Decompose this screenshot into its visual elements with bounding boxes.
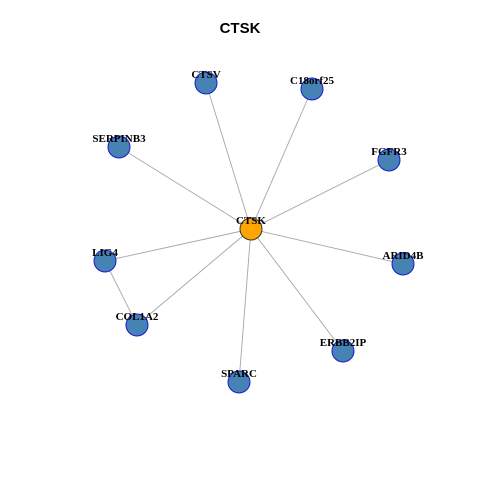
node-erbb2ip: ERBB2IP	[320, 337, 367, 363]
node-fgfr3: FGFR3	[371, 146, 407, 172]
node-circle	[377, 148, 401, 172]
node-label: SERPINB3	[92, 133, 146, 145]
node-circle	[125, 313, 149, 337]
node-col1a2: COL1A2	[116, 311, 159, 337]
graph-title: CTSK	[219, 20, 261, 37]
node-label: CTSV	[191, 69, 220, 81]
node-circle	[300, 77, 324, 101]
edges-layer	[104, 82, 404, 383]
node-circle	[227, 370, 251, 394]
edge-ctsk-serpinb3	[118, 146, 252, 230]
edge-ctsk-fgfr3	[250, 159, 390, 230]
edge-ctsk-ctsv	[205, 82, 252, 230]
node-label: ARID4B	[383, 250, 425, 262]
node-circle	[194, 71, 218, 95]
node-lig4: LIG4	[92, 247, 118, 273]
node-label: CTSK	[236, 215, 266, 227]
node-circle	[93, 249, 117, 273]
node-ctsv: CTSV	[191, 69, 221, 95]
node-circle	[239, 217, 263, 241]
node-arid4b: ARID4B	[383, 250, 425, 276]
node-serpinb3: SERPINB3	[92, 133, 146, 159]
node-label: SPARC	[221, 368, 257, 380]
node-circle	[107, 135, 131, 159]
node-ctsk: CTSK	[236, 215, 266, 241]
edge-ctsk-col1a2	[136, 228, 252, 326]
node-circle	[391, 252, 415, 276]
node-circle	[331, 339, 355, 363]
node-label: C18orf25	[290, 75, 334, 87]
node-label: ERBB2IP	[320, 337, 367, 349]
node-label: COL1A2	[116, 311, 159, 323]
node-sparc: SPARC	[221, 368, 257, 394]
edge-ctsk-sparc	[238, 228, 252, 383]
edge-lig4-col1a2	[104, 260, 138, 326]
edge-ctsk-c18orf25	[250, 88, 313, 230]
edge-ctsk-arid4b	[250, 228, 404, 265]
edge-ctsk-erbb2ip	[250, 228, 344, 352]
node-c18orf25: C18orf25	[290, 75, 334, 101]
edge-ctsk-lig4	[104, 228, 252, 262]
node-label: FGFR3	[371, 146, 407, 158]
node-label: LIG4	[92, 247, 118, 259]
